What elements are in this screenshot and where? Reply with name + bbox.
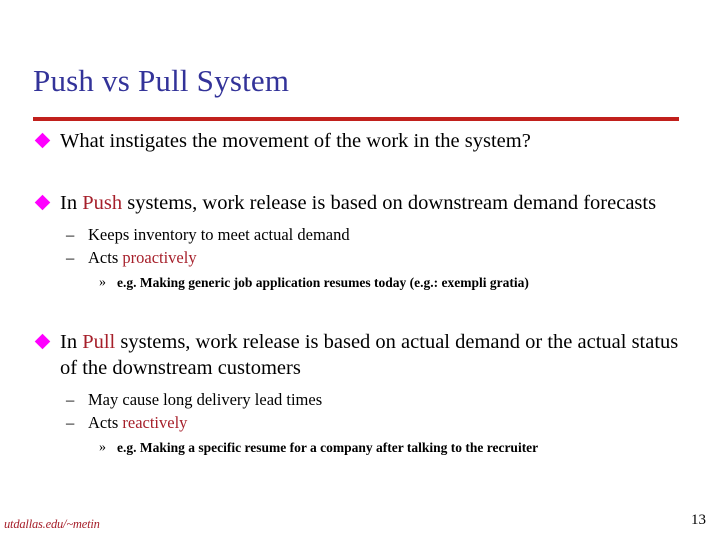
bullet-emphasis-reactively: reactively	[122, 413, 188, 432]
title-underline-rule	[33, 117, 679, 121]
spacer	[0, 293, 720, 329]
bullet-text-before: In	[60, 192, 83, 214]
bullet-level1-pull: In Pull systems, work release is based o…	[0, 329, 720, 381]
bullet-level2-keeps-inventory: – Keeps inventory to meet actual demand	[0, 223, 720, 246]
footer-source-url: utdallas.edu/~metin	[4, 517, 100, 531]
bullet-level2-acts-reactively: –Acts reactively	[0, 411, 720, 434]
bullet-emphasis-push: Push	[82, 192, 123, 214]
page-title: Push vs Pull System	[33, 63, 290, 98]
guillemet-bullet-icon: »	[99, 440, 106, 455]
bullet-text-before: In	[60, 331, 83, 353]
bullet-text: e.g. Making a specific resume for a comp…	[117, 440, 539, 455]
dash-bullet-icon: –	[66, 248, 75, 267]
dash-bullet-icon: –	[66, 390, 75, 409]
bullet-emphasis-pull: Pull	[82, 331, 116, 353]
bullet-text: e.g. Making generic job application resu…	[117, 275, 529, 290]
bullet-text-before: Acts	[88, 248, 123, 267]
dash-bullet-icon: –	[66, 413, 75, 432]
bullet-level1-push: In Push systems, work release is based o…	[0, 190, 720, 216]
page-number: 13	[691, 512, 706, 528]
bullet-text: Keeps inventory to meet actual demand	[88, 225, 350, 244]
dash-bullet-icon: –	[66, 225, 75, 244]
spacer	[0, 154, 720, 190]
slide-body: What instigates the movement of the work…	[0, 128, 720, 458]
diamond-bullet-icon	[34, 132, 51, 149]
bullet-emphasis-proactively: proactively	[122, 248, 197, 267]
bullet-level2-may-cause-lead-times: – May cause long delivery lead times	[0, 388, 720, 411]
bullet-level2-acts-proactively: –Acts proactively	[0, 246, 720, 269]
guillemet-bullet-icon: »	[99, 275, 106, 290]
bullet-level1-question: What instigates the movement of the work…	[0, 128, 720, 154]
bullet-text-before: Acts	[88, 413, 123, 432]
bullet-text: May cause long delivery lead times	[88, 390, 323, 409]
bullet-text: What instigates the movement of the work…	[60, 130, 531, 152]
diamond-bullet-icon	[34, 194, 51, 211]
bullet-level3-example-specific-resume: » e.g. Making a specific resume for a co…	[0, 438, 720, 458]
bullet-level3-example-generic-resume: » e.g. Making generic job application re…	[0, 273, 720, 293]
spacer	[0, 381, 720, 388]
bullet-text-after: systems, work release is based on actual…	[60, 331, 679, 379]
diamond-bullet-icon	[34, 333, 51, 350]
spacer	[0, 216, 720, 223]
bullet-text-after: systems, work release is based on downst…	[122, 192, 657, 214]
